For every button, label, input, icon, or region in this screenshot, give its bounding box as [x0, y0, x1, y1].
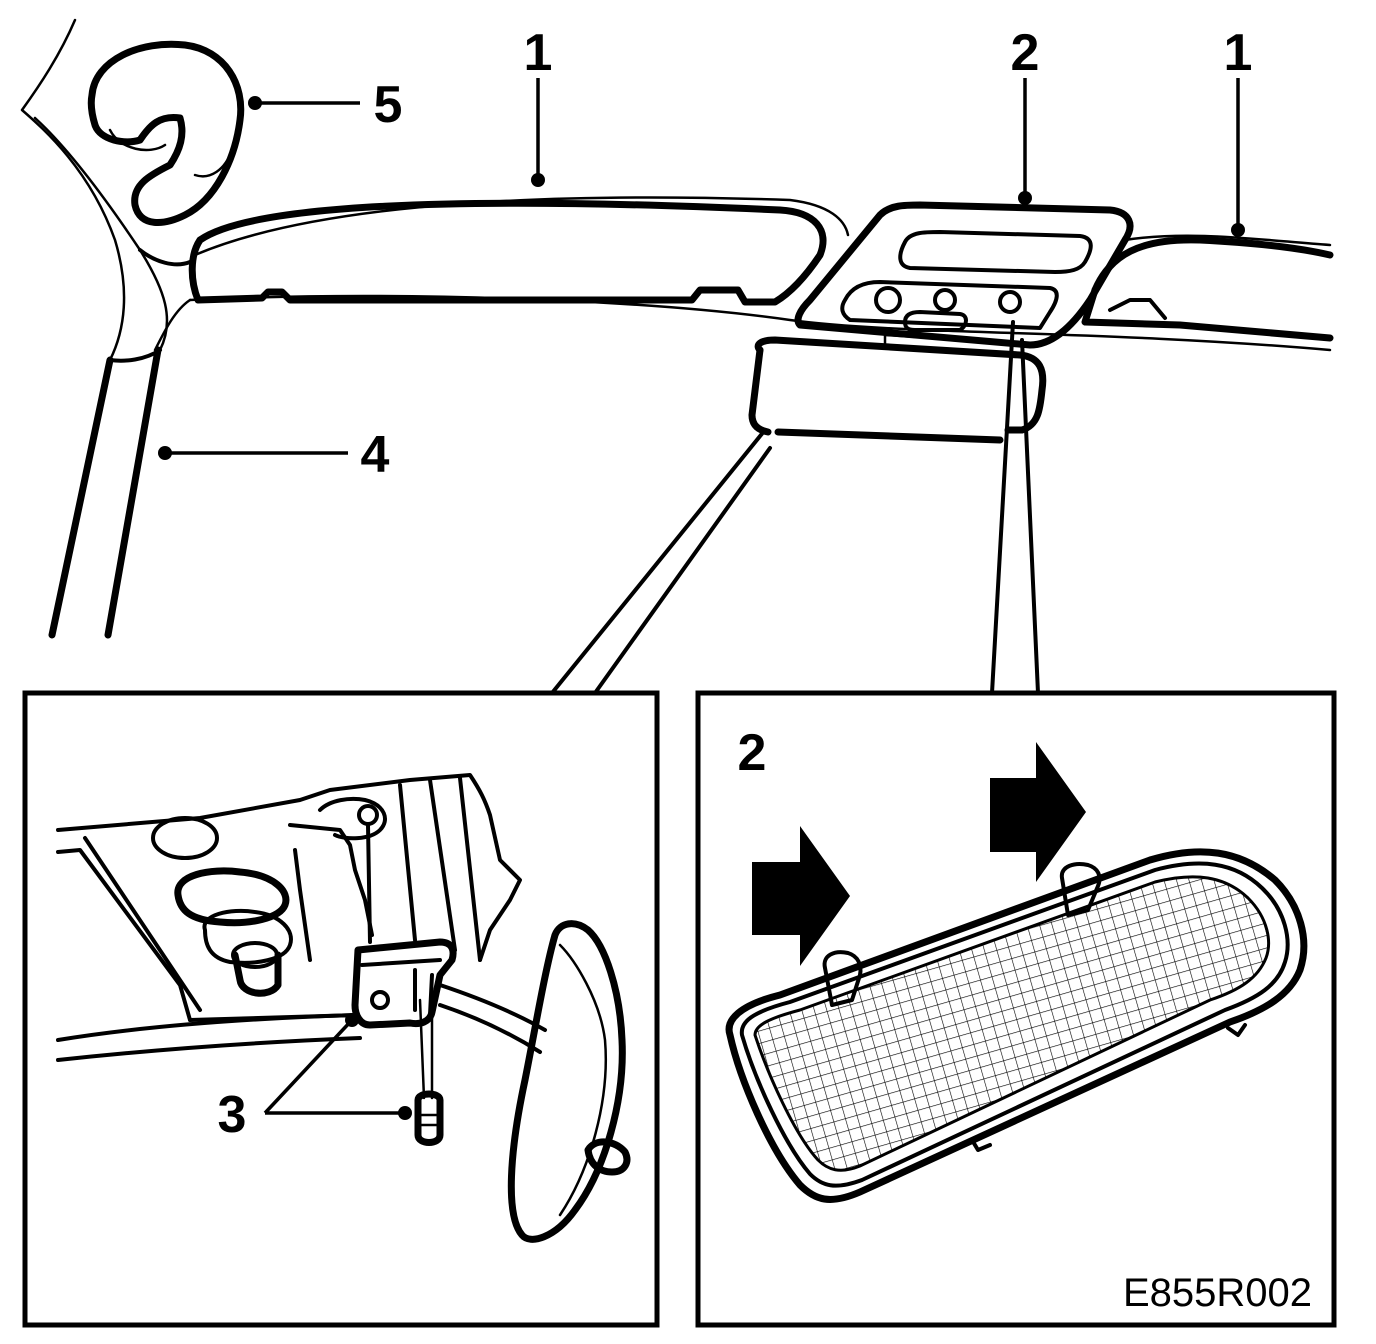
figure-code: E855R002 — [1123, 1271, 1312, 1315]
headliner — [188, 196, 1332, 352]
callout-label: 5 — [374, 76, 403, 134]
callout-3: 3 — [218, 1013, 412, 1144]
push-arrow-left — [752, 826, 850, 966]
inset-light-lens: 2 — [695, 690, 1337, 1328]
callout-1-right: 1 — [1224, 24, 1253, 237]
push-arrow-right — [990, 742, 1086, 882]
interior-light-unit — [794, 201, 1134, 349]
callout-label: 1 — [1224, 24, 1253, 82]
inset-label: 2 — [738, 724, 767, 782]
a-pillar — [20, 18, 192, 639]
sun-visor-right — [1081, 236, 1334, 342]
sun-visor-left — [188, 199, 827, 306]
callout-1-left: 1 — [524, 24, 553, 187]
rear-view-mirror — [748, 336, 1047, 444]
callout-label: 2 — [1011, 24, 1040, 82]
callout-4: 4 — [158, 426, 390, 484]
callout-label: 3 — [218, 1086, 247, 1144]
inset-mirror-mount — [22, 690, 660, 1328]
callout-5: 5 — [248, 76, 402, 134]
callout-2-top: 2 — [1011, 24, 1040, 205]
callout-label: 4 — [361, 426, 390, 484]
callout-label: 1 — [524, 24, 553, 82]
car-interior-overview — [20, 18, 1334, 695]
grab-handle — [87, 40, 245, 227]
zoom-lines — [550, 320, 1040, 695]
